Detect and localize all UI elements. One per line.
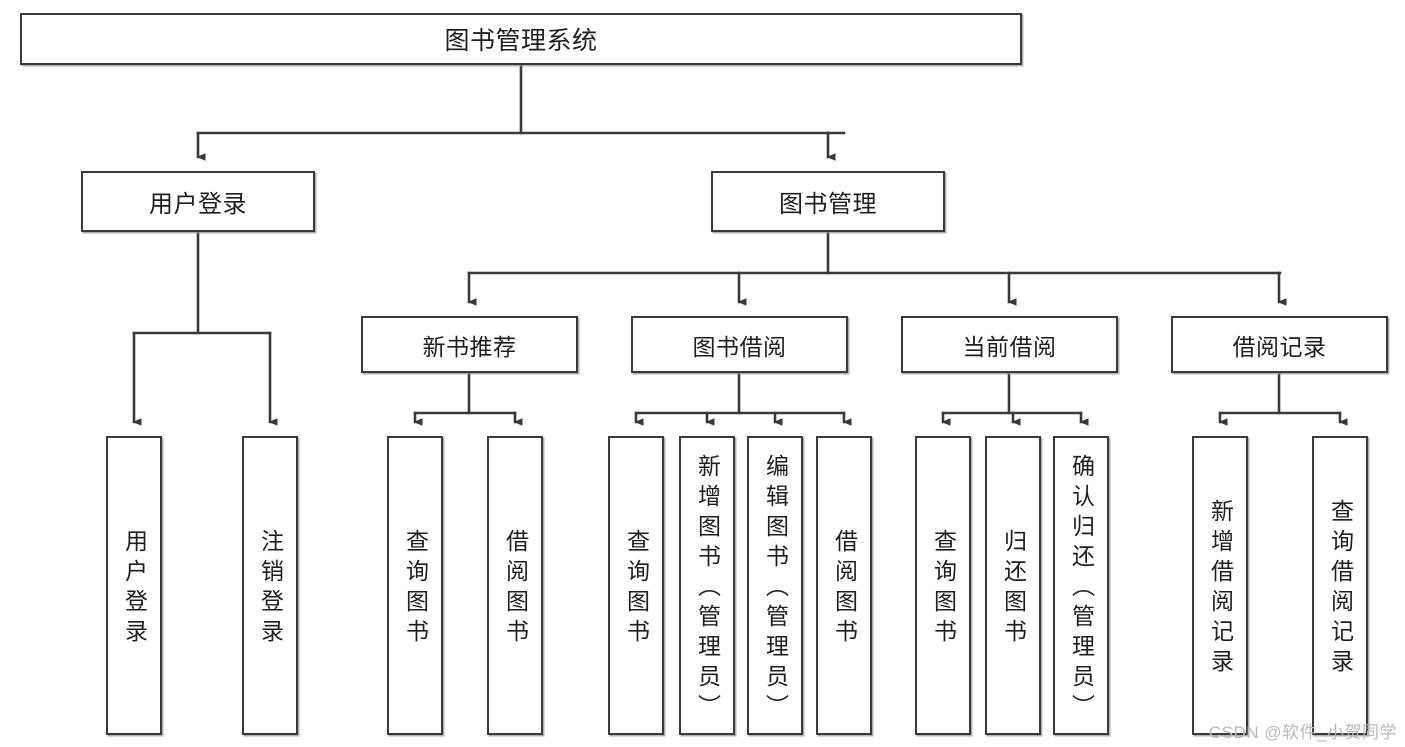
node-leaf-borrow-book-2-label: 借阅图书 — [831, 528, 858, 649]
node-leaf-query-book-1[interactable]: 查询图书 — [387, 436, 443, 735]
node-leaf-query-borrow-record[interactable]: 查询借阅记录 — [1312, 436, 1368, 735]
node-leaf-query-book-2-label: 查询图书 — [623, 528, 650, 649]
node-new-book-recommend-label: 新书推荐 — [422, 333, 517, 360]
node-leaf-confirm-return-admin-label: 确认归还（管理员） — [1068, 453, 1095, 724]
node-root[interactable]: 图书管理系统 — [20, 13, 1022, 65]
node-book-manage[interactable]: 图书管理 — [711, 171, 945, 232]
node-leaf-return-book-label: 归还图书 — [1000, 528, 1027, 649]
node-borrow-record-label: 借阅记录 — [1232, 333, 1327, 360]
csdn-watermark: CSDN @软件_小贺同学 — [1208, 723, 1397, 742]
node-leaf-edit-book-admin-label: 编辑图书（管理员） — [762, 453, 789, 724]
node-leaf-confirm-return-admin[interactable]: 确认归还（管理员） — [1053, 436, 1109, 735]
node-leaf-query-borrow-record-label: 查询借阅记录 — [1327, 498, 1354, 679]
node-new-book-recommend[interactable]: 新书推荐 — [361, 316, 578, 373]
node-leaf-logout-login[interactable]: 注销登录 — [242, 436, 298, 735]
node-leaf-user-login[interactable]: 用户登录 — [106, 436, 162, 735]
node-leaf-logout-login-label: 注销登录 — [257, 528, 284, 649]
node-leaf-borrow-book-2[interactable]: 借阅图书 — [816, 436, 872, 735]
node-leaf-query-book-3[interactable]: 查询图书 — [915, 436, 971, 735]
node-user-login[interactable]: 用户登录 — [81, 171, 315, 232]
node-leaf-borrow-book-1-label: 借阅图书 — [502, 528, 529, 649]
node-leaf-user-login-label: 用户登录 — [121, 528, 148, 649]
node-borrow-record[interactable]: 借阅记录 — [1171, 316, 1388, 373]
node-book-borrow-label: 图书借阅 — [692, 333, 787, 360]
node-leaf-return-book[interactable]: 归还图书 — [985, 436, 1041, 735]
node-leaf-add-borrow-record[interactable]: 新增借阅记录 — [1192, 436, 1248, 735]
node-current-borrow-label: 当前借阅 — [962, 333, 1057, 360]
node-book-borrow[interactable]: 图书借阅 — [631, 316, 848, 373]
node-leaf-borrow-book-1[interactable]: 借阅图书 — [487, 436, 543, 735]
node-leaf-add-borrow-record-label: 新增借阅记录 — [1207, 498, 1234, 679]
node-leaf-query-book-3-label: 查询图书 — [930, 528, 957, 649]
node-leaf-edit-book-admin[interactable]: 编辑图书（管理员） — [747, 436, 803, 735]
node-leaf-query-book-2[interactable]: 查询图书 — [608, 436, 664, 735]
node-leaf-query-book-1-label: 查询图书 — [402, 528, 429, 649]
node-root-label: 图书管理系统 — [444, 27, 598, 55]
node-leaf-add-book-admin[interactable]: 新增图书（管理员） — [679, 436, 735, 735]
node-current-borrow[interactable]: 当前借阅 — [901, 316, 1118, 373]
node-leaf-add-book-admin-label: 新增图书（管理员） — [694, 453, 721, 724]
node-book-manage-label: 图书管理 — [779, 191, 877, 218]
node-user-login-label: 用户登录 — [149, 191, 247, 218]
